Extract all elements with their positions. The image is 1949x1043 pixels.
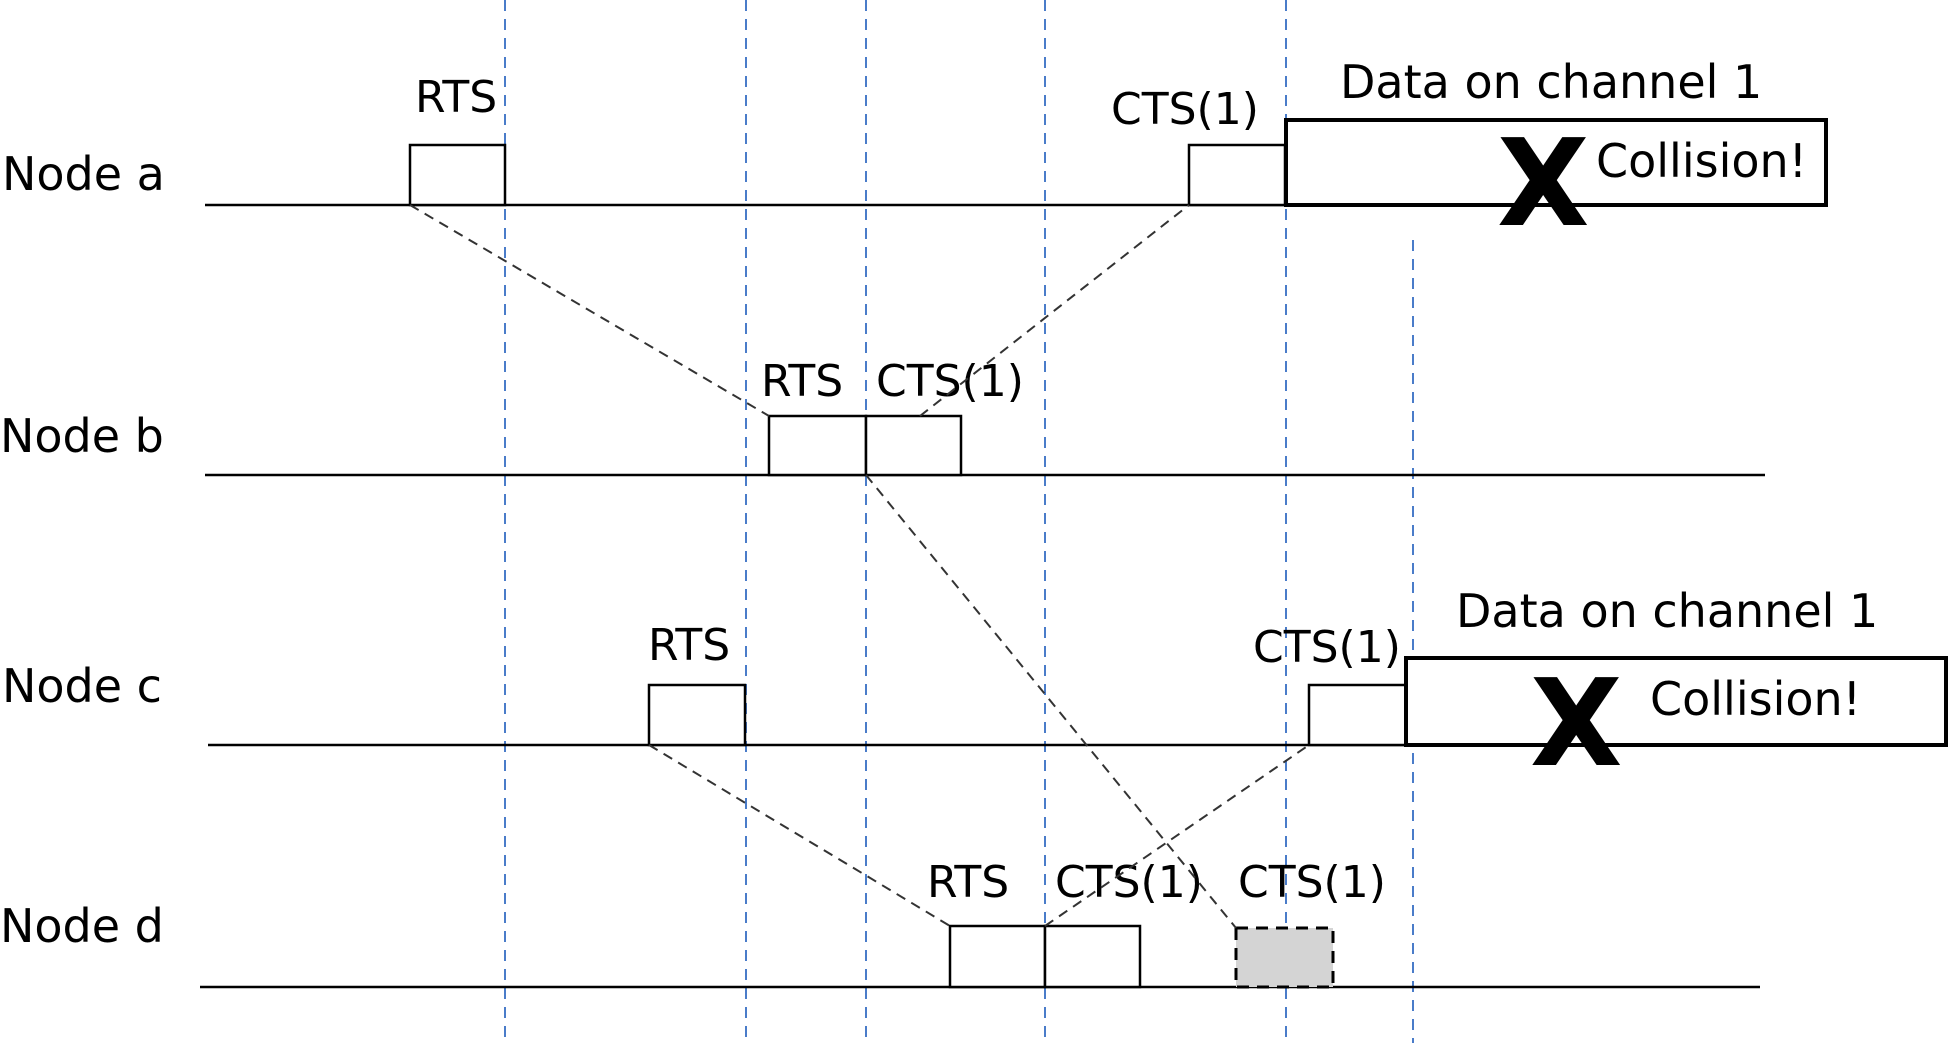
node-a-row: Node a RTS CTS(1) Data on channel 1 Coll… <box>2 55 1828 254</box>
node-d-pending-cts-frame <box>1234 926 1335 989</box>
node-c-collision-mark: X <box>1530 655 1623 794</box>
signal-line-d-cts-to-c <box>1044 744 1310 927</box>
signal-line-c-rts-to-d <box>648 744 951 927</box>
node-a-rts-frame <box>408 143 507 207</box>
node-c-cts-frame <box>1307 683 1408 747</box>
node-d-label: Node d <box>0 899 164 953</box>
node-c-rts-frame <box>647 683 747 747</box>
node-b-row: Node b RTS CTS(1) <box>0 356 1765 477</box>
node-d-cts-label: CTS(1) <box>1055 857 1203 908</box>
node-a-collision-mark: X <box>1497 115 1590 254</box>
node-a-cts-label: CTS(1) <box>1111 84 1259 135</box>
node-c-row: Node c RTS CTS(1) Data on channel 1 Coll… <box>2 584 1948 794</box>
signal-line-b-cts-to-a <box>919 204 1190 417</box>
node-d-rts-label: RTS <box>927 857 1009 908</box>
node-c-data-label: Data on channel 1 <box>1456 584 1878 638</box>
node-d-cts-frame <box>1043 924 1142 989</box>
node-b-rts-frame <box>767 414 868 477</box>
node-c-collision-label: Collision! <box>1650 672 1861 726</box>
node-b-cts-label: CTS(1) <box>876 356 1024 407</box>
node-a-data-label: Data on channel 1 <box>1340 55 1762 109</box>
node-a-data-frame <box>1284 118 1828 207</box>
node-b-label: Node b <box>0 409 164 463</box>
node-c-label: Node c <box>2 659 162 713</box>
node-b-cts-frame <box>864 414 963 477</box>
node-b-rts-label: RTS <box>761 356 843 407</box>
node-a-cts-frame <box>1187 143 1287 207</box>
node-d-rts-frame <box>948 924 1047 989</box>
signal-propagation-lines <box>409 204 1310 929</box>
node-c-data-frame <box>1404 656 1948 747</box>
signal-line-a-rts-to-b <box>409 204 770 417</box>
node-a-label: Node a <box>2 147 165 201</box>
node-c-rts-label: RTS <box>648 620 730 671</box>
node-d-row: Node d RTS CTS(1) CTS(1) <box>0 857 1760 989</box>
node-a-rts-label: RTS <box>415 72 497 123</box>
node-d-pending-cts-label: CTS(1) <box>1238 857 1386 908</box>
signal-line-b-cts-to-d <box>865 474 1237 929</box>
node-a-collision-label: Collision! <box>1596 134 1807 188</box>
node-c-cts-label: CTS(1) <box>1253 622 1401 673</box>
